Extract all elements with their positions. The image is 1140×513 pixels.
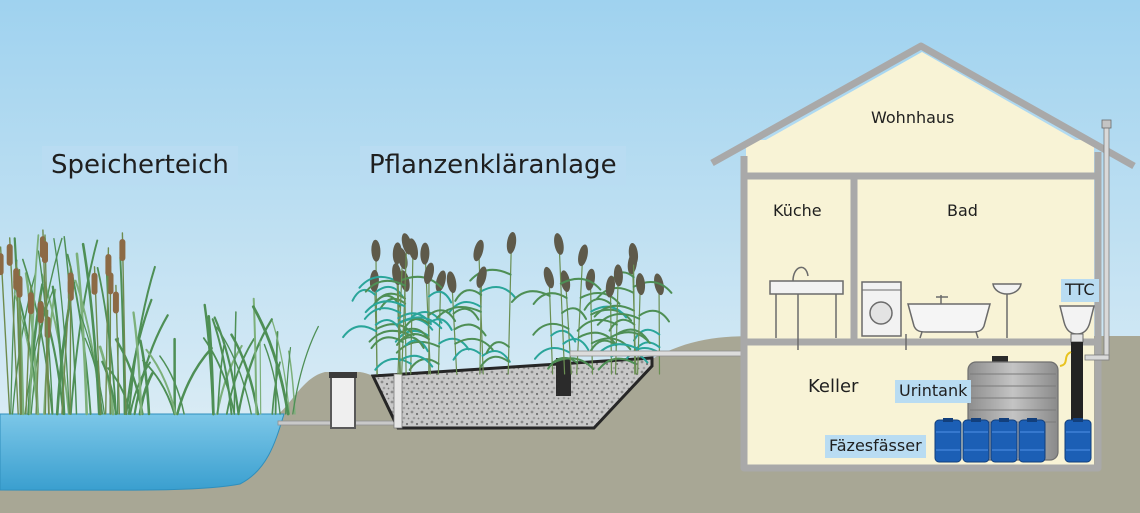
cellar-label: Keller (808, 376, 859, 397)
distribution-shaft (556, 358, 571, 396)
urine-tank-label: Urintank (895, 380, 972, 403)
storage-pond (0, 413, 285, 491)
house-label: Wohnhaus (871, 108, 955, 127)
house (710, 42, 1136, 472)
plant-treatment-label: Pflanzenkläranlage (360, 146, 626, 185)
wastewater-pipe (569, 350, 767, 357)
bathroom-label: Bad (947, 201, 978, 220)
wetland-reeds (342, 231, 673, 375)
ttc-label: TTC (1061, 279, 1099, 302)
inspection-shaft (330, 373, 356, 429)
storage-pond-label: Speicherteich (42, 146, 238, 185)
feces-barrels-label: Fäzesfässer (825, 435, 926, 458)
pond-reeds (0, 229, 319, 416)
ttc-toilet (1059, 119, 1112, 420)
vent-pipe (1103, 125, 1110, 359)
kitchen-sink (769, 266, 844, 350)
wash-basin (992, 283, 1022, 338)
kitchen-label: Küche (773, 201, 822, 220)
feces-barrels (934, 418, 1092, 463)
washing-machine (861, 281, 902, 337)
bathtub (905, 295, 991, 350)
